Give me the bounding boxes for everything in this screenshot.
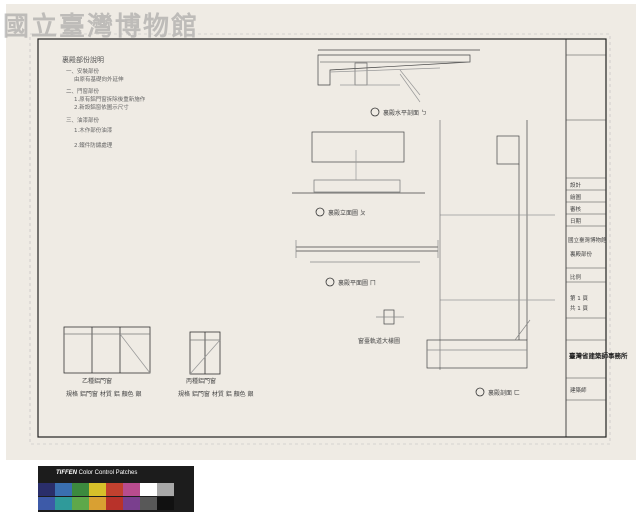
vertical-section-marker bbox=[475, 387, 485, 397]
outer-frame bbox=[29, 33, 611, 445]
tb-sheet-count: 共 1 頁 bbox=[570, 304, 588, 312]
patch-row-bottom bbox=[38, 497, 174, 510]
notes-block: 裏殿部份說明 一、安裝部份 由原有基礎向外延伸 二、門窗部份 1.原有鋁門窗拆除… bbox=[62, 55, 146, 149]
plan-c-label: 裏殿平面圖 ㄇ bbox=[338, 279, 376, 287]
note-line: 1.原有鋁門窗拆除後重新施作 bbox=[74, 95, 146, 103]
color-patch bbox=[38, 497, 55, 510]
color-patch bbox=[140, 497, 157, 510]
color-patch bbox=[106, 497, 123, 510]
color-patch bbox=[38, 483, 55, 496]
elevation-b-label: 裏殿立面圖 ㄆ bbox=[328, 209, 366, 217]
detail-d-label: 窗臺軌道大樣圖 bbox=[358, 337, 400, 345]
plan-marker bbox=[325, 277, 335, 287]
color-patch bbox=[72, 497, 89, 510]
patch-label: Color Control Patches bbox=[78, 470, 138, 476]
door-elevation-1 bbox=[63, 326, 151, 374]
drawing-sheet bbox=[6, 4, 636, 460]
color-patch bbox=[89, 497, 106, 510]
tb-project: 國立臺灣博物館 bbox=[568, 236, 607, 244]
door-2-spec: 規格 鋁門窗 材質 鋁 顏色 銀 bbox=[178, 390, 254, 398]
section-e-label: 裏殿剖面 ㄈ bbox=[488, 389, 520, 397]
patch-title: TIFFEN Color Control Patches bbox=[56, 470, 137, 476]
color-patch bbox=[55, 483, 72, 496]
color-patch bbox=[157, 497, 174, 510]
color-patch bbox=[55, 497, 72, 510]
color-control-patches: TIFFEN Color Control Patches bbox=[38, 466, 194, 512]
tb-firm: 臺灣省建築師事務所 bbox=[569, 351, 628, 360]
tb-row-label: 繪圖 bbox=[570, 193, 582, 201]
color-patch bbox=[123, 483, 140, 496]
tb-sheet: 第 1 頁 bbox=[570, 294, 588, 302]
note-line: 由原有基礎向外延伸 bbox=[74, 75, 124, 83]
tb-row-label: 設計 bbox=[570, 181, 582, 189]
tb-row-label: 審核 bbox=[570, 205, 582, 213]
tb-firm-sub: 建築師 bbox=[570, 386, 587, 394]
color-patch bbox=[72, 483, 89, 496]
note-line: 1.木作部份油漆 bbox=[74, 126, 113, 134]
color-patch bbox=[89, 483, 106, 496]
note-line: 三、油漆部份 bbox=[66, 116, 100, 124]
door-2-label: 丙種鋁門窗 bbox=[186, 377, 216, 385]
museum-watermark: 國立臺灣博物館 bbox=[3, 12, 200, 42]
notes-title: 裏殿部份說明 bbox=[62, 55, 104, 64]
door-1-label: 乙種鋁門窗 bbox=[82, 377, 112, 385]
color-patch bbox=[123, 497, 140, 510]
door-1-spec: 規格 鋁門窗 材質 鋁 顏色 銀 bbox=[66, 390, 142, 398]
tb-drawing-name: 裏殿部份 bbox=[570, 250, 593, 258]
note-line: 二、門窗部份 bbox=[66, 87, 100, 95]
door-elevation-2 bbox=[189, 331, 221, 375]
patch-brand: TIFFEN bbox=[56, 470, 77, 476]
title-block bbox=[565, 38, 607, 438]
note-line: 2.鐵件防鏽處理 bbox=[74, 141, 113, 149]
patch-row-top bbox=[38, 483, 174, 496]
section-marker bbox=[370, 107, 380, 117]
color-patch bbox=[106, 483, 123, 496]
tb-row-label: 比例 bbox=[570, 273, 582, 281]
note-line: 一、安裝部份 bbox=[66, 67, 100, 75]
elevation-marker bbox=[315, 207, 325, 217]
plan-drawing bbox=[295, 240, 439, 263]
color-patch bbox=[140, 483, 157, 496]
rail-detail-drawing bbox=[376, 309, 404, 325]
top-section-drawing bbox=[317, 49, 480, 103]
color-patch bbox=[157, 483, 174, 496]
elevation-drawing bbox=[292, 131, 425, 194]
tb-row-label: 日期 bbox=[570, 218, 582, 225]
vertical-section-drawing bbox=[426, 120, 555, 370]
section-a-label: 裏殿水平剖面 ㄅ bbox=[383, 109, 427, 117]
note-line: 2.新設鋁窗依圖示尺寸 bbox=[74, 103, 129, 111]
